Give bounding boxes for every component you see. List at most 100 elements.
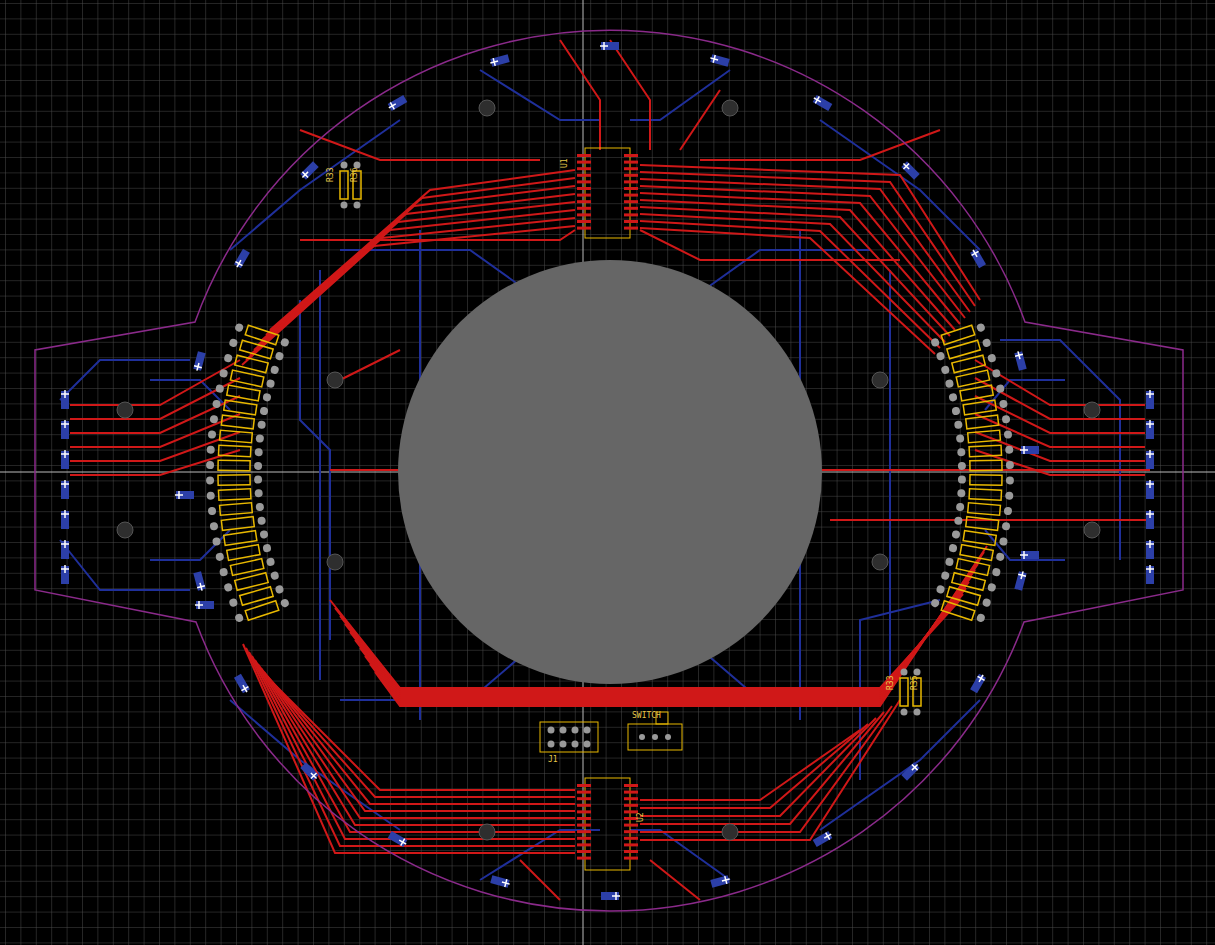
top-trace: [560, 40, 600, 150]
led-symbol: [388, 831, 408, 847]
pad: [548, 741, 555, 748]
resistor-symbol: [958, 460, 1014, 471]
ic-pin: [624, 194, 638, 197]
led-symbol: [1014, 570, 1027, 590]
resistor-outline: [947, 340, 981, 358]
resistor-outline: [224, 400, 257, 415]
pad: [982, 598, 992, 608]
top-trace: [70, 450, 240, 475]
pad: [212, 399, 221, 408]
pad: [945, 379, 955, 389]
resistor-outline: [956, 559, 989, 576]
pad: [560, 727, 567, 734]
led-pad: [901, 762, 919, 780]
pad: [228, 598, 238, 608]
ic-pin: [624, 804, 638, 807]
polarity-mark: [300, 169, 311, 180]
polarity-mark: [1146, 390, 1154, 398]
pad: [560, 741, 567, 748]
silkscreen-label: R35: [910, 676, 919, 690]
resistor-symbol: [215, 543, 272, 563]
pad: [228, 338, 238, 348]
top-traces: [70, 40, 1150, 900]
ic-pin: [624, 843, 638, 846]
top-trace: [640, 230, 900, 260]
led-pad: [61, 566, 69, 584]
led-pad: [813, 831, 833, 847]
resistor-outline: [966, 415, 999, 429]
resistor-symbol: [219, 368, 276, 390]
led-pad: [234, 674, 250, 694]
led-pad: [61, 511, 69, 529]
pad: [208, 507, 217, 516]
led-pad: [1021, 446, 1039, 454]
led-symbol: [1020, 446, 1039, 454]
led-pad: [970, 674, 986, 694]
mounting-hole: [479, 100, 495, 116]
polarity-mark: [233, 258, 244, 269]
pad: [951, 407, 960, 416]
led-pad: [61, 451, 69, 469]
ic-pin: [577, 804, 591, 807]
pad: [548, 727, 555, 734]
center-cutout: [398, 260, 822, 684]
resistor-symbol: [209, 515, 266, 531]
ic-pin: [577, 784, 591, 787]
pad: [270, 571, 280, 581]
pad: [275, 351, 285, 361]
polarity-mark: [61, 390, 69, 398]
pad: [958, 476, 966, 484]
mounting-hole: [117, 522, 133, 538]
pad: [275, 584, 285, 594]
polarity-mark: [976, 673, 987, 684]
resistor-symbol: [206, 475, 262, 486]
led-symbol: [490, 875, 510, 888]
resistor-symbol: [234, 322, 290, 349]
pad: [262, 544, 271, 553]
pad: [254, 448, 262, 456]
led-pad: [176, 491, 194, 499]
led-pad: [61, 421, 69, 439]
led-symbol: [970, 673, 986, 693]
pad: [652, 734, 658, 740]
resistor-symbol: [954, 515, 1011, 531]
ic-pin: [624, 200, 638, 203]
pad: [259, 407, 268, 416]
led-pad: [901, 161, 919, 179]
pad: [956, 503, 965, 512]
pad: [270, 365, 280, 375]
mounting-hole: [1084, 402, 1100, 418]
silkscreen-label: U1: [560, 158, 569, 168]
bottom-trace: [630, 70, 730, 120]
top-trace: [258, 664, 575, 818]
pad: [930, 598, 940, 608]
led-pad: [1014, 351, 1026, 370]
pad: [208, 430, 217, 439]
pad: [262, 393, 271, 402]
resistor-symbol: [215, 383, 272, 403]
top-trace: [640, 724, 868, 808]
resistor-outline: [218, 445, 250, 457]
pad: [1002, 522, 1011, 531]
pad: [254, 462, 262, 470]
top-trace: [255, 660, 575, 825]
polarity-mark: [489, 57, 499, 67]
led-symbol: [1146, 420, 1154, 439]
polarity-mark: [970, 248, 981, 259]
polarity-mark: [387, 100, 398, 111]
resistor-outline: [941, 601, 975, 620]
resistor-outline: [952, 573, 985, 591]
pad: [584, 741, 591, 748]
polarity-mark: [709, 54, 719, 64]
pad: [1002, 415, 1011, 424]
led-pad: [1146, 511, 1154, 529]
pad: [584, 727, 591, 734]
mounting-hole: [117, 402, 133, 418]
resistor-symbol: [944, 556, 1001, 578]
ic-pin: [624, 837, 638, 840]
led-pad: [1146, 421, 1154, 439]
resistor-outline: [968, 503, 1001, 516]
pad: [958, 462, 966, 470]
pad: [987, 353, 997, 363]
